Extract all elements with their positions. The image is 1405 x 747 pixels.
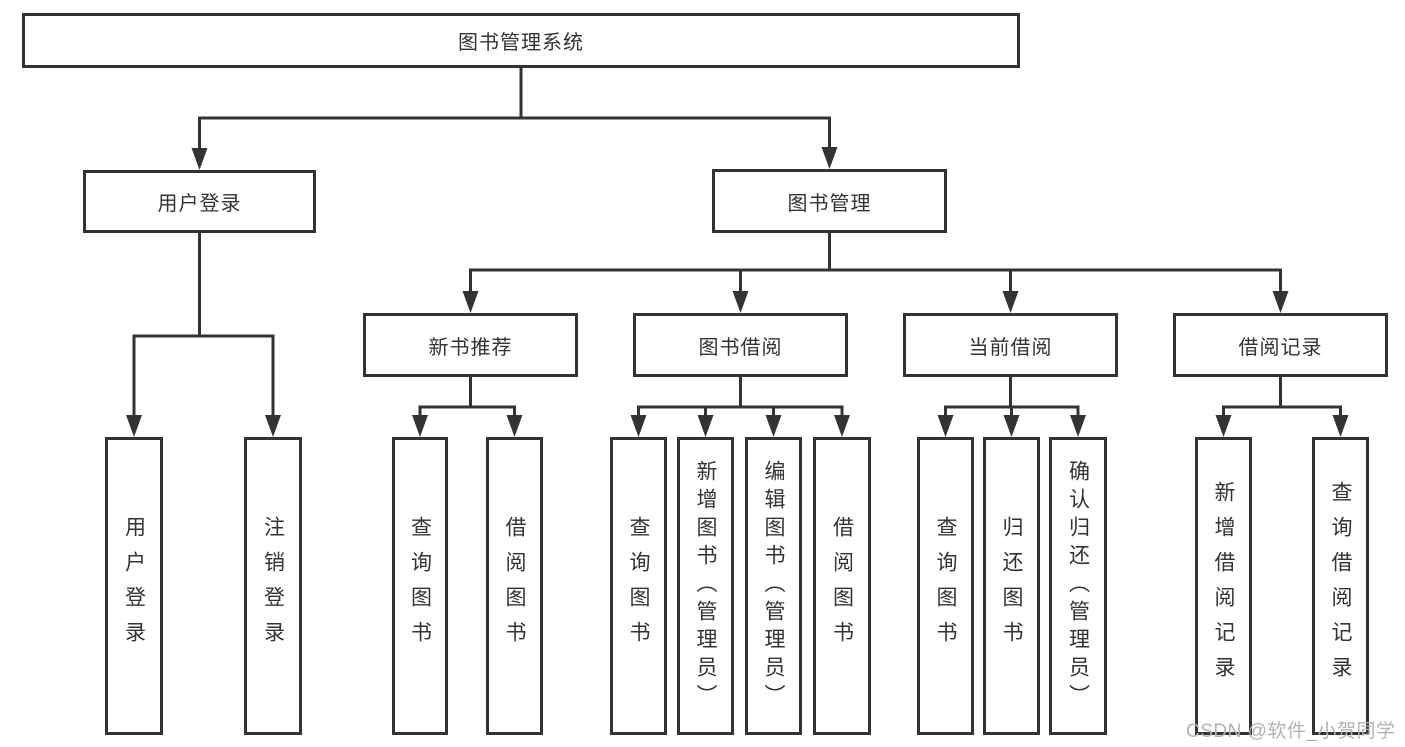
- arrowheads: [126, 147, 1349, 437]
- leaf-confirm-return-admin: 确认归还（管理员）: [1049, 437, 1107, 735]
- leaf-query-book-current: 查询图书: [917, 437, 974, 735]
- leaf-add-borrow-record: 新增借阅记录: [1195, 437, 1252, 735]
- leaf-query-borrow-record: 查询借阅记录: [1312, 437, 1369, 735]
- node-current-borrow: 当前借阅: [903, 313, 1118, 377]
- node-book-borrow: 图书借阅: [633, 313, 848, 377]
- node-borrow-records: 借阅记录: [1173, 313, 1388, 377]
- leaf-edit-book-admin: 编辑图书（管理员）: [745, 437, 802, 735]
- node-root: 图书管理系统: [22, 13, 1020, 68]
- node-book-management: 图书管理: [712, 169, 947, 233]
- leaf-borrow-book-recommend: 借阅图书: [486, 437, 543, 735]
- leaf-query-book-recommend: 查询图书: [392, 437, 448, 735]
- leaf-logout: 注销登录: [244, 437, 302, 735]
- leaf-user-login: 用户登录: [105, 437, 163, 735]
- node-new-book-recommend: 新书推荐: [363, 313, 578, 377]
- leaf-query-book-borrow: 查询图书: [610, 437, 667, 735]
- leaf-borrow-book: 借阅图书: [813, 437, 871, 735]
- csdn-watermark: CSDN @软件_小贺同学: [1186, 721, 1396, 742]
- leaf-add-book-admin: 新增图书（管理员）: [677, 437, 734, 735]
- leaf-return-book: 归还图书: [983, 437, 1040, 735]
- node-user-login: 用户登录: [83, 170, 316, 233]
